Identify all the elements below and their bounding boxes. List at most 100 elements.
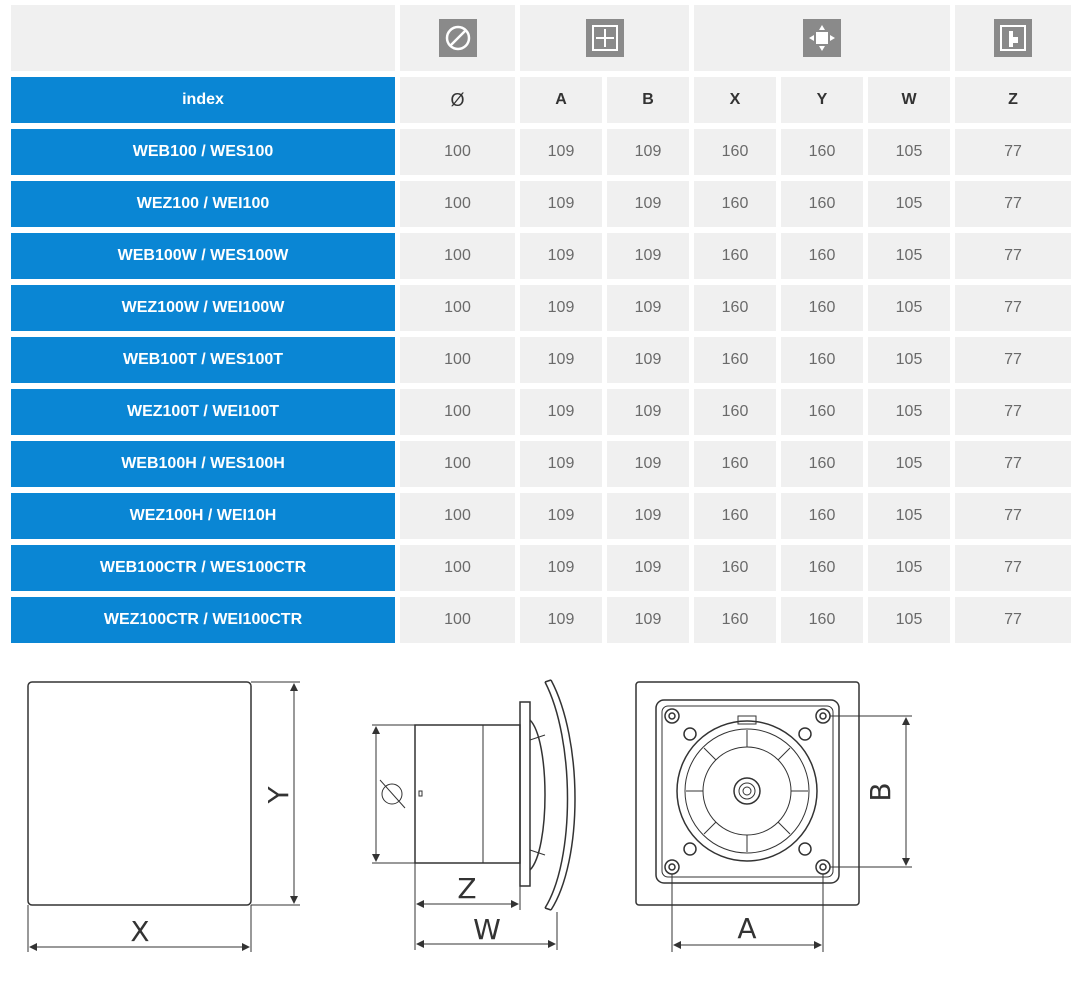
header-index: index xyxy=(11,77,395,123)
header-w: W xyxy=(868,77,950,123)
cell-b: 109 xyxy=(607,233,689,279)
cell-a: 109 xyxy=(520,181,602,227)
cell-x: 160 xyxy=(694,285,776,331)
cell-diameter: 100 xyxy=(400,597,515,643)
icon-header-diameter xyxy=(400,5,515,71)
cell-x: 160 xyxy=(694,389,776,435)
cell-a: 109 xyxy=(520,233,602,279)
header-blank-cell xyxy=(11,5,395,71)
header-z: Z xyxy=(955,77,1071,123)
cell-y: 160 xyxy=(781,597,863,643)
cell-diameter: 100 xyxy=(400,233,515,279)
cell-diameter: 100 xyxy=(400,389,515,435)
cell-z: 77 xyxy=(955,337,1071,383)
cell-z: 77 xyxy=(955,545,1071,591)
front-panel xyxy=(27,681,252,906)
cell-diameter: 100 xyxy=(400,337,515,383)
front-view xyxy=(27,681,300,952)
header-diameter: Ø xyxy=(400,77,515,123)
cell-b: 109 xyxy=(607,129,689,175)
row-index: WEZ100CTR / WEI100CTR xyxy=(11,597,395,643)
side-view xyxy=(372,679,576,950)
diameter-icon xyxy=(438,19,477,57)
cell-y: 160 xyxy=(781,493,863,539)
icon-header-spacing xyxy=(694,5,950,71)
cell-x: 160 xyxy=(694,441,776,487)
cell-b: 109 xyxy=(607,285,689,331)
spacing-dimension-icon xyxy=(803,19,841,57)
row-index: WEZ100T / WEI100T xyxy=(11,389,395,435)
back-view xyxy=(635,681,912,952)
depth-dimension-icon xyxy=(994,19,1032,57)
header-y: Y xyxy=(781,77,863,123)
cell-z: 77 xyxy=(955,233,1071,279)
row-index: WEZ100W / WEI100W xyxy=(11,285,395,331)
cell-b: 109 xyxy=(607,545,689,591)
cell-b: 109 xyxy=(607,181,689,227)
row-index: WEB100CTR / WES100CTR xyxy=(11,545,395,591)
cell-w: 105 xyxy=(868,285,950,331)
cell-x: 160 xyxy=(694,337,776,383)
row-index: WEB100 / WES100 xyxy=(11,129,395,175)
row-index: WEB100T / WES100T xyxy=(11,337,395,383)
cell-w: 105 xyxy=(868,389,950,435)
cell-y: 160 xyxy=(781,337,863,383)
cell-diameter: 100 xyxy=(400,181,515,227)
cell-z: 77 xyxy=(955,441,1071,487)
side-depth-label: Z xyxy=(457,872,476,905)
side-total-depth-label: W xyxy=(473,913,501,946)
cell-a: 109 xyxy=(520,441,602,487)
cell-z: 77 xyxy=(955,389,1071,435)
cell-diameter: 100 xyxy=(400,285,515,331)
frame-dimension-icon xyxy=(585,19,624,57)
cell-w: 105 xyxy=(868,493,950,539)
cell-y: 160 xyxy=(781,129,863,175)
cell-diameter: 100 xyxy=(400,441,515,487)
cell-b: 109 xyxy=(607,337,689,383)
cell-b: 109 xyxy=(607,493,689,539)
cell-y: 160 xyxy=(781,285,863,331)
cell-y: 160 xyxy=(781,233,863,279)
cell-z: 77 xyxy=(955,181,1071,227)
cell-a: 109 xyxy=(520,545,602,591)
cell-w: 105 xyxy=(868,181,950,227)
header-b: B xyxy=(607,77,689,123)
icon-header-depth xyxy=(955,5,1071,71)
cell-x: 160 xyxy=(694,597,776,643)
cell-w: 105 xyxy=(868,441,950,487)
row-index: WEZ100 / WEI100 xyxy=(11,181,395,227)
cell-w: 105 xyxy=(868,129,950,175)
cell-diameter: 100 xyxy=(400,545,515,591)
cell-diameter: 100 xyxy=(400,129,515,175)
cell-b: 109 xyxy=(607,441,689,487)
front-height-label: Y xyxy=(262,786,295,805)
cell-y: 160 xyxy=(781,389,863,435)
cell-x: 160 xyxy=(694,181,776,227)
front-width-label: X xyxy=(130,915,149,948)
header-a: A xyxy=(520,77,602,123)
cell-w: 105 xyxy=(868,545,950,591)
cell-x: 160 xyxy=(694,545,776,591)
cell-x: 160 xyxy=(694,233,776,279)
row-index: WEB100H / WES100H xyxy=(11,441,395,487)
cell-b: 109 xyxy=(607,389,689,435)
cell-b: 109 xyxy=(607,597,689,643)
cell-a: 109 xyxy=(520,389,602,435)
cell-w: 105 xyxy=(868,337,950,383)
cell-a: 109 xyxy=(520,129,602,175)
cell-x: 160 xyxy=(694,493,776,539)
cell-y: 160 xyxy=(781,545,863,591)
cell-z: 77 xyxy=(955,597,1071,643)
back-panel xyxy=(635,681,860,906)
cell-y: 160 xyxy=(781,181,863,227)
header-x: X xyxy=(694,77,776,123)
cell-z: 77 xyxy=(955,129,1071,175)
cell-a: 109 xyxy=(520,597,602,643)
cell-w: 105 xyxy=(868,597,950,643)
cell-a: 109 xyxy=(520,337,602,383)
cell-w: 105 xyxy=(868,233,950,279)
row-index: WEZ100H / WEI10H xyxy=(11,493,395,539)
cell-z: 77 xyxy=(955,285,1071,331)
cell-y: 160 xyxy=(781,441,863,487)
back-width-label: A xyxy=(737,912,756,945)
